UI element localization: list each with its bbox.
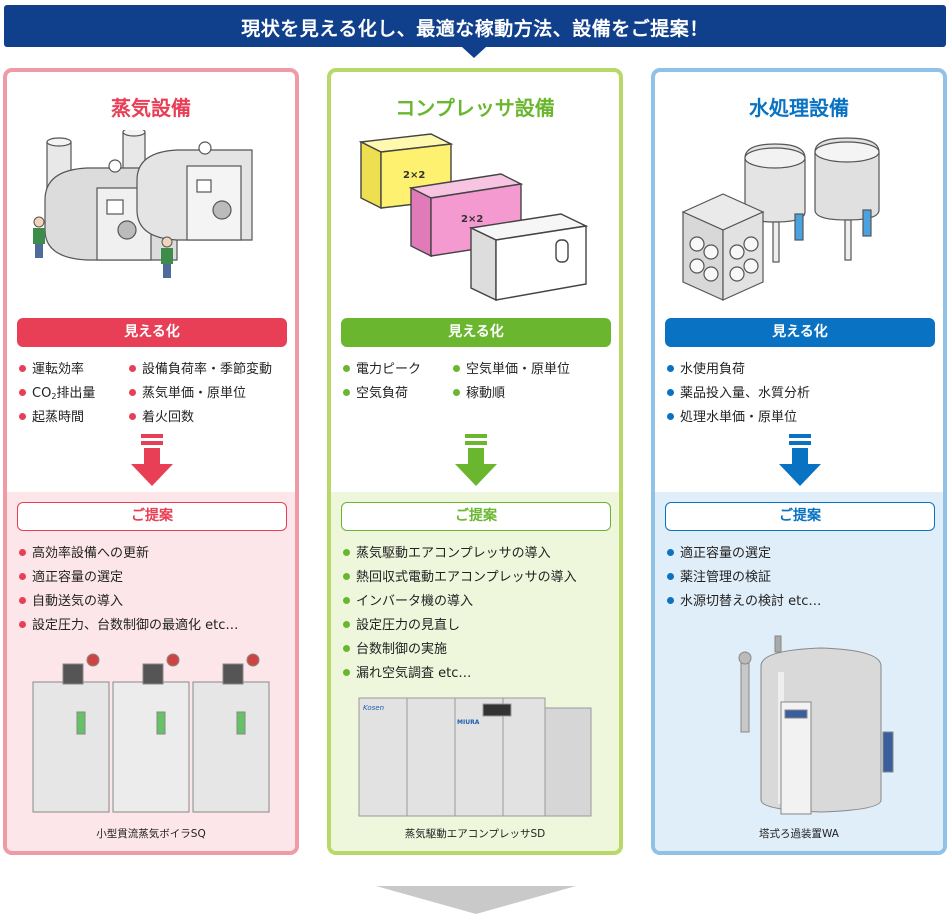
header-banner: 現状を見える化し、最適な稼動方法、設備をご提案！: [4, 5, 946, 47]
bullet-dot: [19, 573, 26, 580]
compressor-illustration: 2×2 2×2: [358, 133, 589, 302]
bullet-dot: [667, 389, 674, 396]
bullet-dot: [129, 413, 136, 420]
bullet-dot: [453, 389, 460, 396]
compressor-mieru-item: 電力ピーク: [343, 362, 421, 378]
water-mieru-item: 薬品投入量、水質分析: [667, 386, 810, 402]
bullet-dot: [453, 365, 460, 372]
bullet-dot: [343, 365, 350, 372]
steam-title: 蒸気設備: [111, 96, 191, 120]
bullet-dot: [19, 549, 26, 556]
steam-proposal-item: 自動送気の導入: [19, 594, 123, 610]
compressor-panel: コンプレッサ設備 2×2 2×2 見える化 電力ピーク 空気負荷 空気単価・原単…: [327, 68, 623, 855]
compressor-proposal-item: 蒸気駆動エアコンプレッサの導入: [343, 546, 551, 562]
down-arrow-icon: [131, 434, 173, 486]
bullet-dot: [19, 597, 26, 604]
bullet-dot: [667, 365, 674, 372]
water-title: 水処理設備: [749, 96, 849, 120]
header-title: 現状を見える化し、最適な稼動方法、設備をご提案！: [241, 18, 709, 40]
steam-mieru-item: 設備負荷率・季節変動: [129, 362, 272, 378]
compressor-proposal-item: インバータ機の導入: [343, 594, 473, 610]
down-arrow-icon: [779, 434, 821, 486]
steam-mieru-item: 着火回数: [129, 410, 194, 426]
bullet-dot: [667, 573, 674, 580]
bullet-dot: [19, 621, 26, 628]
steam-proposal-item: 設定圧力、台数制御の最適化 etc…: [19, 618, 238, 634]
water-treatment-illustration: [681, 137, 880, 301]
bullet-dot: [667, 549, 674, 556]
compressor-caption: 蒸気駆動エアコンプレッサSD: [404, 828, 546, 840]
steam-caption: 小型貫流蒸気ボイラSQ: [96, 828, 206, 840]
compressor-mieru-item: 空気単価・原単位: [453, 362, 570, 378]
display-text: 2×2: [461, 214, 483, 225]
compressor-proposal-label: ご提案: [341, 502, 611, 531]
bullet-dot: [19, 389, 26, 396]
water-caption: 塔式ろ過装置WA: [759, 828, 839, 840]
water-mieru-item: 水使用負荷: [667, 362, 745, 378]
bullet-dot: [19, 413, 26, 420]
bullet-dot: [343, 645, 350, 652]
bullet-dot: [129, 389, 136, 396]
bullet-dot: [343, 597, 350, 604]
compressor-proposal-item: 漏れ空気調査 etc…: [343, 666, 471, 682]
water-proposal-item: 薬注管理の検証: [667, 570, 771, 586]
steam-mieru-item: 起蒸時間: [19, 410, 84, 426]
steam-visualize-label: 見える化: [17, 318, 287, 347]
compressor-visualize-label: 見える化: [341, 318, 611, 347]
steam-proposal-label: ご提案: [17, 502, 287, 531]
bullet-dot: [343, 389, 350, 396]
boiler-sq-photo: [32, 653, 270, 813]
compressor-proposal-item: 熱回収式電動エアコンプレッサの導入: [343, 570, 577, 586]
bullet-dot: [129, 365, 136, 372]
steam-mieru-item-co2: CO2排出量: [19, 386, 95, 405]
compressor-mieru-item: 空気負荷: [343, 386, 408, 402]
brand-logo: Kosen: [363, 704, 384, 712]
water-proposal-item: 水源切替えの検討 etc…: [667, 594, 821, 610]
compressor-sd-photo: Kosen MIURA: [358, 697, 592, 817]
water-mieru-item: 処理水単価・原単位: [667, 410, 797, 426]
water-proposal-item: 適正容量の選定: [667, 546, 771, 562]
bullet-dot: [343, 573, 350, 580]
filter-wa-photo: [738, 635, 894, 815]
water-panel: 水処理設備 見える化 水使用負荷 薬品投入量、水質分析 処理水単価・原単位: [651, 68, 947, 855]
steam-proposal-item: 高効率設備への更新: [19, 546, 149, 562]
steam-panel: 蒸気設備 見える化 運転効率: [3, 68, 299, 855]
steam-proposal-item: 適正容量の選定: [19, 570, 123, 586]
miura-logo: MIURA: [457, 719, 480, 726]
water-proposal-label: ご提案: [665, 502, 935, 531]
bullet-dot: [19, 365, 26, 372]
bottom-down-chevron: [376, 886, 576, 914]
compressor-mieru-item: 稼動順: [453, 386, 505, 402]
worker-right: [161, 236, 173, 278]
bullet-dot: [667, 597, 674, 604]
down-arrow-icon: [455, 434, 497, 486]
steam-mieru-item: 蒸気単価・原単位: [129, 386, 246, 402]
bullet-dot: [343, 549, 350, 556]
bullet-dot: [343, 621, 350, 628]
banner-pointer: [462, 47, 486, 58]
compressor-title: コンプレッサ設備: [395, 96, 555, 120]
water-visualize-label: 見える化: [665, 318, 935, 347]
bullet-dot: [667, 413, 674, 420]
bullet-dot: [343, 669, 350, 676]
display-text: 2×2: [403, 170, 425, 181]
steam-boiler-illustration: [33, 130, 253, 278]
worker-left: [33, 216, 45, 258]
compressor-proposal-item: 設定圧力の見直し: [343, 618, 460, 634]
steam-mieru-item: 運転効率: [19, 362, 84, 378]
compressor-proposal-item: 台数制御の実施: [343, 642, 447, 658]
